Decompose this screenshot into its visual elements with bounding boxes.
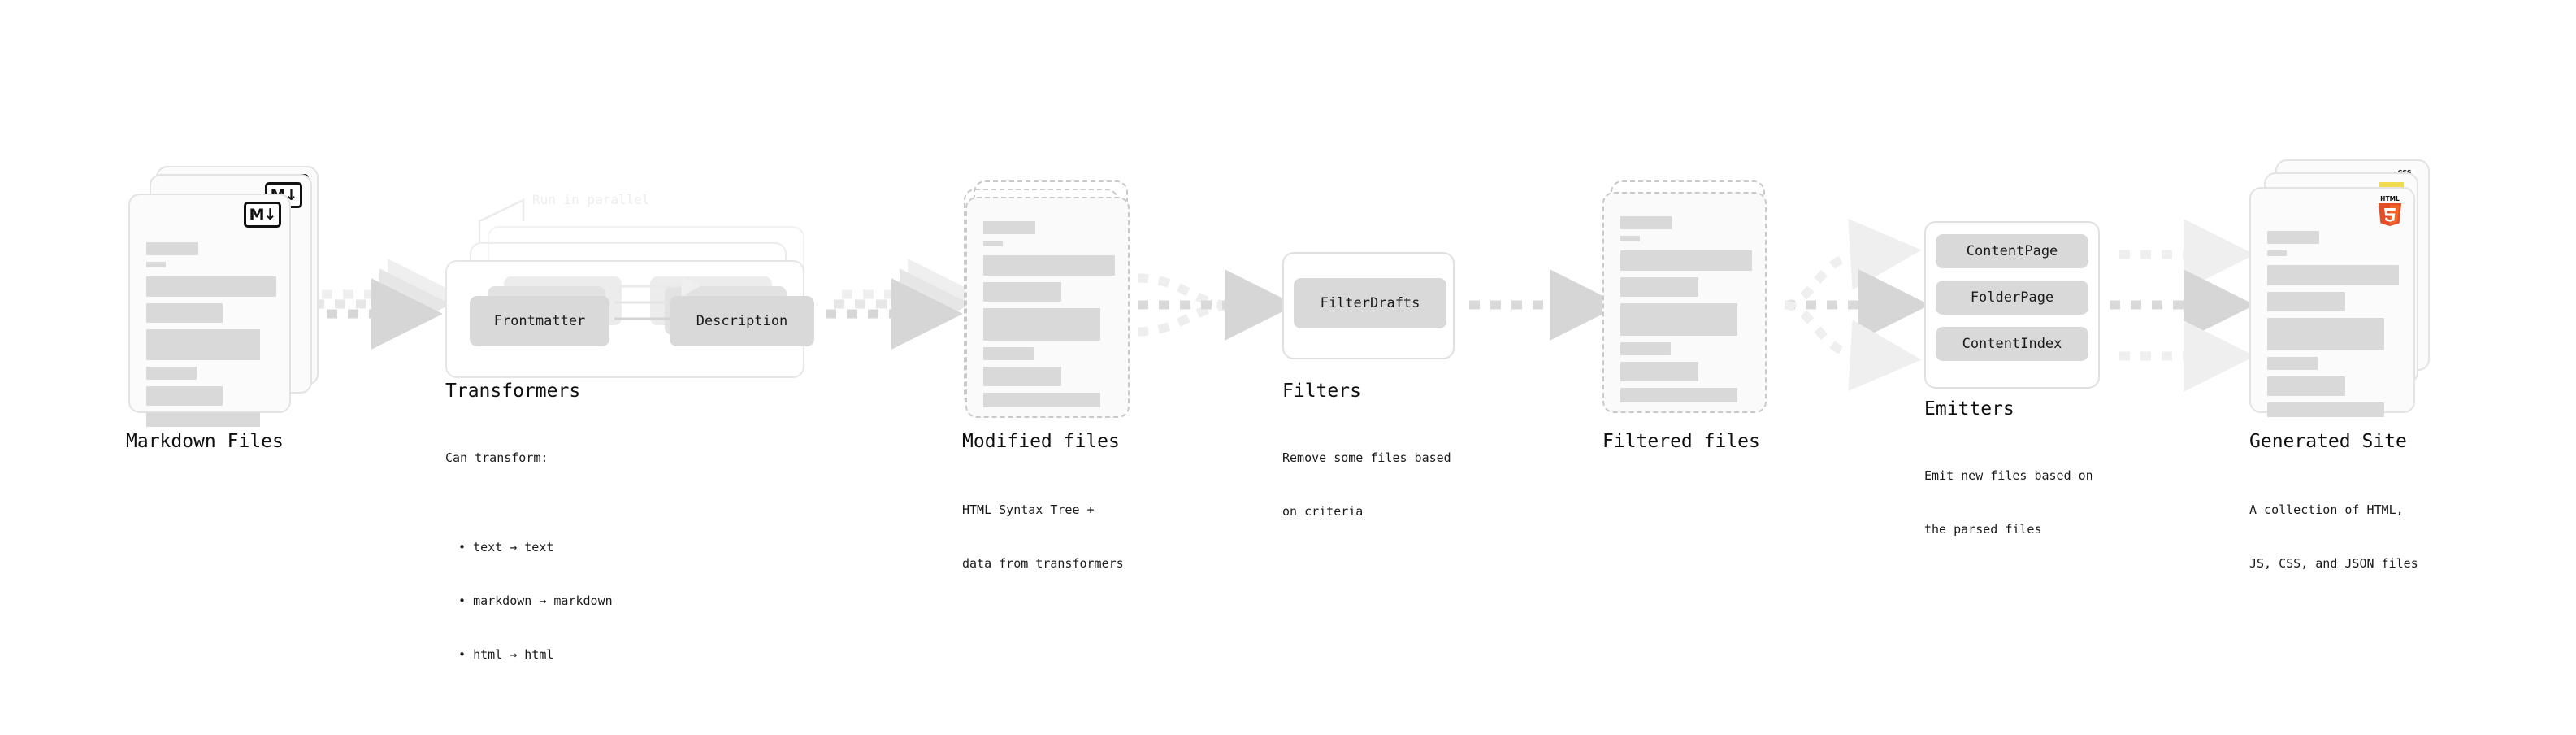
- skeleton-bar: [1620, 236, 1640, 241]
- skeleton-bar: [983, 347, 1034, 360]
- skeleton-bar: [146, 412, 260, 427]
- skeleton-bar: [146, 367, 197, 380]
- skeleton-bar: [983, 308, 1100, 341]
- transformers-bullet: markdown → markdown: [458, 592, 613, 610]
- run-in-parallel-note: Run in parallel: [532, 192, 650, 207]
- skeleton-bar: [2267, 231, 2319, 244]
- transformers-description: Can transform: text → text markdown → ma…: [445, 413, 613, 735]
- html5-icon: HTML: [2379, 195, 2401, 226]
- transformers-bullet-list: text → text markdown → markdown html → h…: [445, 502, 613, 699]
- skeleton-bar: [2267, 318, 2384, 350]
- generated-file-card-html: HTML: [2249, 187, 2415, 417]
- skeleton-bar: [146, 276, 276, 297]
- skeleton-bar: [146, 303, 223, 323]
- arrow-markdown-to-transformers: [306, 259, 459, 350]
- skeleton-bar: [146, 329, 260, 360]
- filters-subtitle-line: on criteria: [1282, 504, 1364, 519]
- filters-subtitle-line: Remove some files based: [1282, 450, 1451, 465]
- run-in-parallel-bracket: [478, 198, 525, 242]
- stage-title-generated-site: Generated Site: [2249, 431, 2407, 452]
- stage-title-filtered-files: Filtered files: [1602, 431, 1760, 452]
- skeleton-bar: [2267, 292, 2345, 311]
- skeleton-bar: [1620, 362, 1698, 381]
- skeleton-bar: [983, 241, 1003, 246]
- skeleton-bar: [983, 393, 1100, 407]
- transformers-bullet: html → html: [458, 646, 613, 663]
- transformer-chip-frontmatter[interactable]: Frontmatter: [470, 296, 609, 346]
- transformer-chip-description[interactable]: Description: [670, 296, 814, 346]
- skeleton-bar: [1620, 342, 1671, 355]
- skeleton-bar: [146, 242, 198, 255]
- generated-site-subtitle-line: A collection of HTML,: [2249, 502, 2404, 517]
- arrow-emitters-to-site: [2110, 219, 2255, 392]
- skeleton-bar: [2267, 357, 2318, 370]
- skeleton-bar: [983, 255, 1115, 276]
- emitters-description: Emit new files based on the parsed files: [1924, 431, 2093, 574]
- stage-title-filters: Filters: [1282, 381, 1361, 402]
- modified-files-subtitle-line: data from transformers: [962, 556, 1124, 571]
- skeleton-bar: [2267, 265, 2399, 285]
- arrow-modified-to-filters: [1137, 269, 1296, 341]
- emitters-subtitle-line: Emit new files based on: [1924, 468, 2093, 483]
- skeleton-bar: [983, 221, 1035, 234]
- skeleton-bar: [1620, 250, 1752, 271]
- stage-title-transformers: Transformers: [445, 381, 581, 402]
- emitters-subtitle-line: the parsed files: [1924, 522, 2042, 537]
- modified-files-description: HTML Syntax Tree + data from transformer…: [962, 465, 1124, 608]
- skeleton-bar: [146, 262, 166, 267]
- skeleton-bar: [1620, 216, 1672, 229]
- skeleton-bar: [2267, 250, 2287, 256]
- stage-title-markdown-files: Markdown Files: [126, 431, 284, 452]
- skeleton-bar: [1620, 388, 1737, 402]
- svg-text:HTML: HTML: [2380, 195, 2400, 202]
- stage-title-emitters: Emitters: [1924, 398, 2014, 420]
- modified-files-subtitle-line: HTML Syntax Tree +: [962, 502, 1095, 517]
- emitter-chip-folderpage[interactable]: FolderPage: [1936, 281, 2088, 315]
- generated-site-description: A collection of HTML, JS, CSS, and JSON …: [2249, 465, 2418, 608]
- skeleton-bar: [2267, 376, 2345, 396]
- pipeline-diagram: M↓ M↓ M↓ Markdown Files Run in parallel: [0, 0, 2576, 681]
- emitter-chip-contentpage[interactable]: ContentPage: [1936, 234, 2088, 268]
- filter-chip-filterdrafts[interactable]: FilterDrafts: [1294, 278, 1446, 328]
- markdown-badge: M↓: [244, 202, 281, 228]
- html5-badge: HTML: [2376, 194, 2404, 228]
- skeleton-bar: [2267, 402, 2384, 417]
- transformers-subtitle: Can transform:: [445, 450, 549, 465]
- filters-description: Remove some files based on criteria: [1282, 413, 1451, 556]
- emitter-chip-contentindex[interactable]: ContentIndex: [1936, 327, 2088, 361]
- filtered-file-card-front: [1602, 192, 1767, 413]
- arrow-filtered-to-emitters: [1784, 218, 1930, 392]
- modified-file-card-front: [965, 197, 1130, 418]
- skeleton-bar: [146, 386, 223, 406]
- generated-site-subtitle-line: JS, CSS, and JSON files: [2249, 556, 2418, 571]
- markdown-file-card-front: M↓: [128, 194, 291, 427]
- stage-title-modified-files: Modified files: [962, 431, 1120, 452]
- skeleton-bar: [1620, 303, 1737, 336]
- skeleton-bar: [983, 282, 1061, 302]
- transformers-bullet: text → text: [458, 538, 613, 556]
- skeleton-bar: [1620, 277, 1698, 297]
- arrow-transformers-to-modified: [826, 259, 979, 350]
- skeleton-bar: [983, 367, 1061, 386]
